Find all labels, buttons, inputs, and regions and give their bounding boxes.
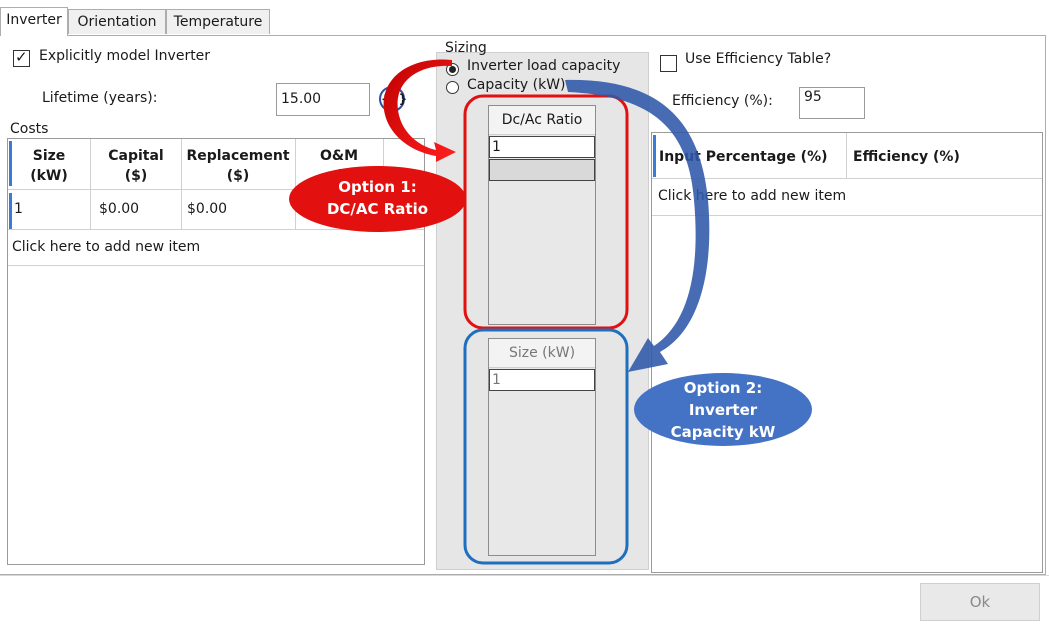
size-kw-grid: Size (kW) 1 (488, 338, 596, 556)
dcac-ratio-new-row[interactable] (489, 159, 595, 181)
dcac-ratio-header: Dc/Ac Ratio (489, 106, 595, 135)
dcac-ratio-cell[interactable]: 1 (489, 136, 595, 158)
explicit-model-label: Explicitly model Inverter (39, 48, 211, 64)
grid-divider (383, 139, 384, 189)
grid-divider (90, 139, 91, 229)
grid-divider (181, 139, 182, 229)
costs-label: Costs (10, 121, 49, 137)
row-indicator (653, 135, 656, 177)
sizing-label: Sizing (445, 40, 487, 56)
radio-capacity-kw[interactable] (446, 81, 459, 94)
size-kw-cell[interactable]: 1 (489, 369, 595, 391)
efficiency-input[interactable]: 95 (799, 87, 865, 119)
option2-callout (634, 373, 812, 446)
dcac-ratio-grid: Dc/Ac Ratio 1 (488, 105, 596, 325)
header-replacement[interactable]: Replacement($) (186, 148, 290, 184)
explicit-model-checkbox[interactable]: ✓ (13, 48, 30, 67)
lifetime-label: Lifetime (years): (42, 90, 158, 106)
row-indicator (9, 193, 12, 229)
size-highlight-box (463, 328, 629, 565)
cell-size[interactable]: 1 (14, 201, 23, 217)
grid-divider (652, 215, 1042, 216)
option1-callout-text: Option 1: DC/AC Ratio (326, 178, 429, 218)
option-inverter-load-capacity[interactable]: Inverter load capacity (467, 58, 621, 74)
tab-panel (0, 35, 1046, 575)
use-efficiency-table-checkbox[interactable] (660, 55, 677, 72)
header-size[interactable]: Size(kW) (30, 148, 68, 184)
efficiency-grid (651, 132, 1043, 573)
header-capital[interactable]: Capital($) (108, 148, 164, 184)
grid-divider (846, 133, 847, 178)
option-capacity-kw[interactable]: Capacity (kW) (467, 77, 566, 93)
efficiency-label: Efficiency (%): (672, 93, 773, 109)
grid-divider (8, 189, 424, 190)
header-input-percentage[interactable]: Input Percentage (%) (659, 149, 828, 165)
grid-divider (295, 139, 296, 229)
red-arrow-icon (383, 59, 456, 162)
row-indicator (9, 141, 12, 186)
radio-selected-dot (449, 66, 456, 73)
ok-button[interactable]: Ok (920, 583, 1040, 621)
size-kw-header: Size (kW) (489, 339, 595, 368)
checkmark-icon: ✓ (15, 48, 28, 66)
lifetime-input[interactable]: 15.00 (276, 83, 370, 116)
grid-divider (8, 229, 424, 230)
footer-divider (0, 575, 1049, 576)
tab-orientation[interactable]: Orientation (68, 9, 166, 34)
cell-capital[interactable]: $0.00 (99, 201, 140, 217)
use-efficiency-table-label: Use Efficiency Table? (685, 51, 832, 67)
tab-inverter[interactable]: Inverter (0, 7, 68, 36)
cell-replacement[interactable]: $0.00 (187, 201, 228, 217)
dcac-highlight-box (463, 94, 629, 330)
header-efficiency[interactable]: Efficiency (%) (853, 149, 960, 165)
option2-callout-text: Option 2: Inverter Capacity kW (670, 379, 776, 441)
grid-divider (652, 178, 1042, 179)
grid-divider (8, 265, 424, 266)
radio-inverter-load-capacity[interactable] (446, 63, 459, 76)
tab-temperature[interactable]: Temperature (166, 9, 270, 34)
option1-callout (289, 166, 466, 232)
add-item-row[interactable]: Click here to add new item (12, 239, 201, 255)
